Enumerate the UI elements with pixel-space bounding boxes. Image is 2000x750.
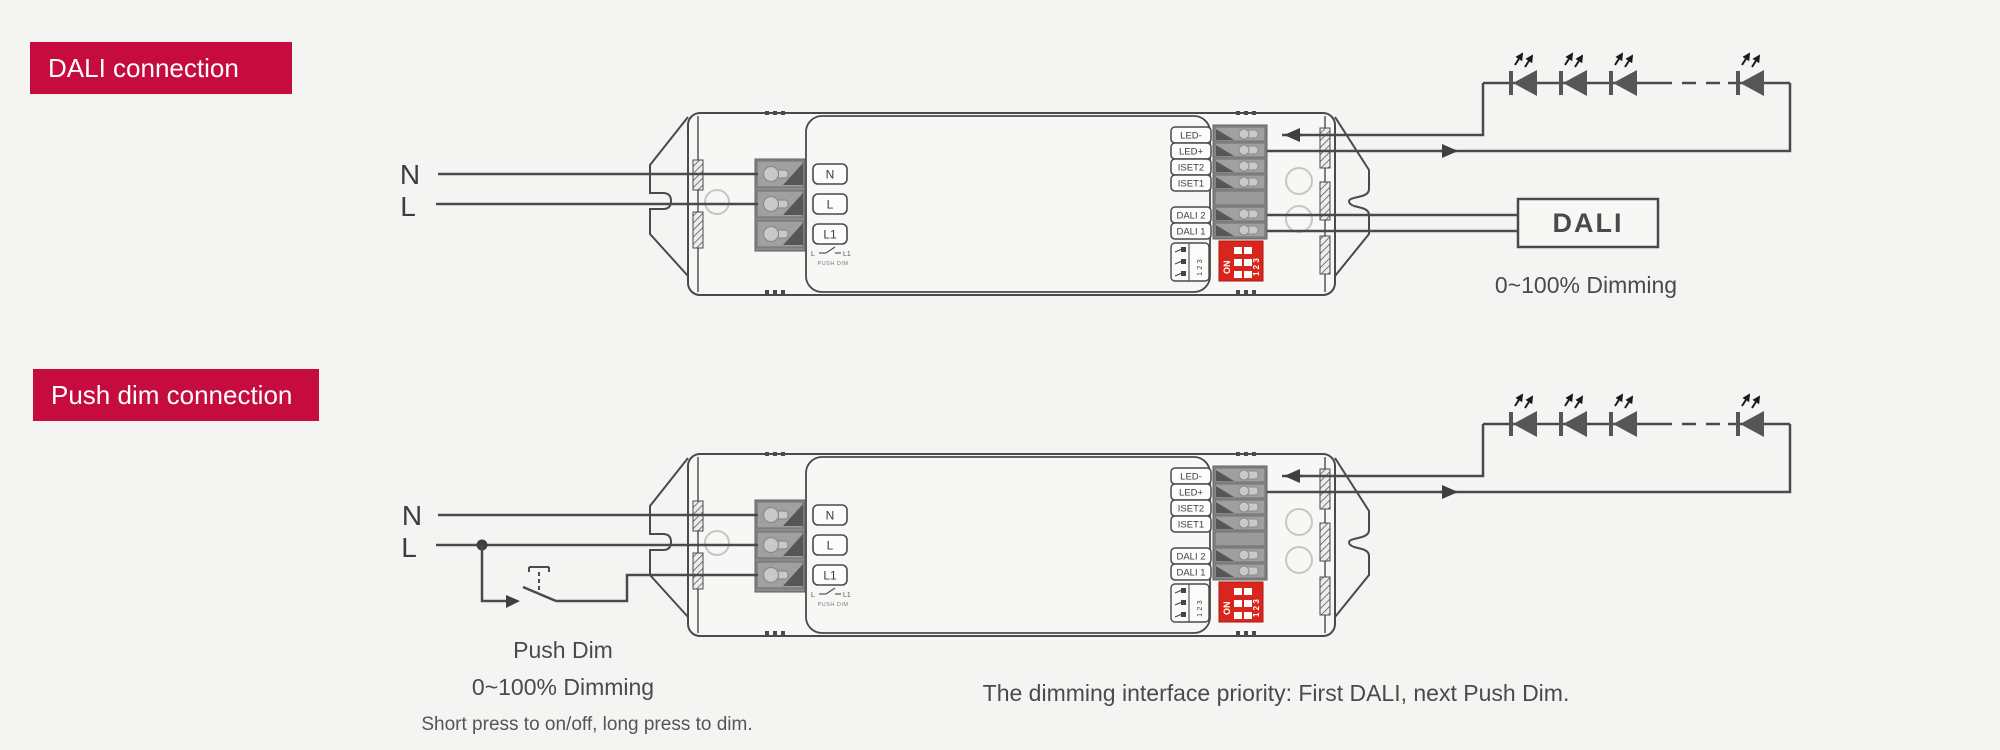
wire-label-l: L: [400, 191, 416, 222]
push-dim-title: Push Dim: [513, 637, 613, 663]
push-section-badge: Push dim connection: [33, 369, 319, 421]
priority-note: The dimming interface priority: First DA…: [983, 680, 1570, 706]
led-string-push: [1267, 395, 1790, 492]
wire-label-n: N: [400, 159, 420, 190]
switch-contact: [506, 595, 520, 608]
push-button-switch[interactable]: [506, 566, 557, 608]
wire-label-n: N: [402, 500, 422, 531]
dali-controller-box: DALI: [1516, 197, 1660, 249]
dali-box-label: DALI: [1553, 208, 1624, 238]
push-dim-hint: Short press to on/off, long press to dim…: [421, 714, 752, 735]
dali-dimming-caption: 0~100% Dimming: [1495, 272, 1677, 298]
switch-to-l1-wire: [556, 573, 758, 603]
push-badge-label: Push dim connection: [51, 380, 292, 410]
switch-branch-wire: [480, 545, 506, 603]
push-dim-connection-diagram: Push dim connection N L Push Dim 0~100% …: [33, 369, 1790, 735]
wire-label-l: L: [401, 532, 417, 563]
push-switch-branch: [476, 539, 758, 608]
dali-section-badge: DALI connection: [30, 42, 292, 94]
push-dimming-caption: 0~100% Dimming: [472, 674, 654, 700]
dali-connection-diagram: DALI connection N L DALI 0~100% Dimming: [30, 42, 1790, 298]
switch-lever[interactable]: [522, 585, 557, 603]
led-string-dali: [1267, 54, 1790, 151]
dali-badge-label: DALI connection: [48, 53, 239, 83]
